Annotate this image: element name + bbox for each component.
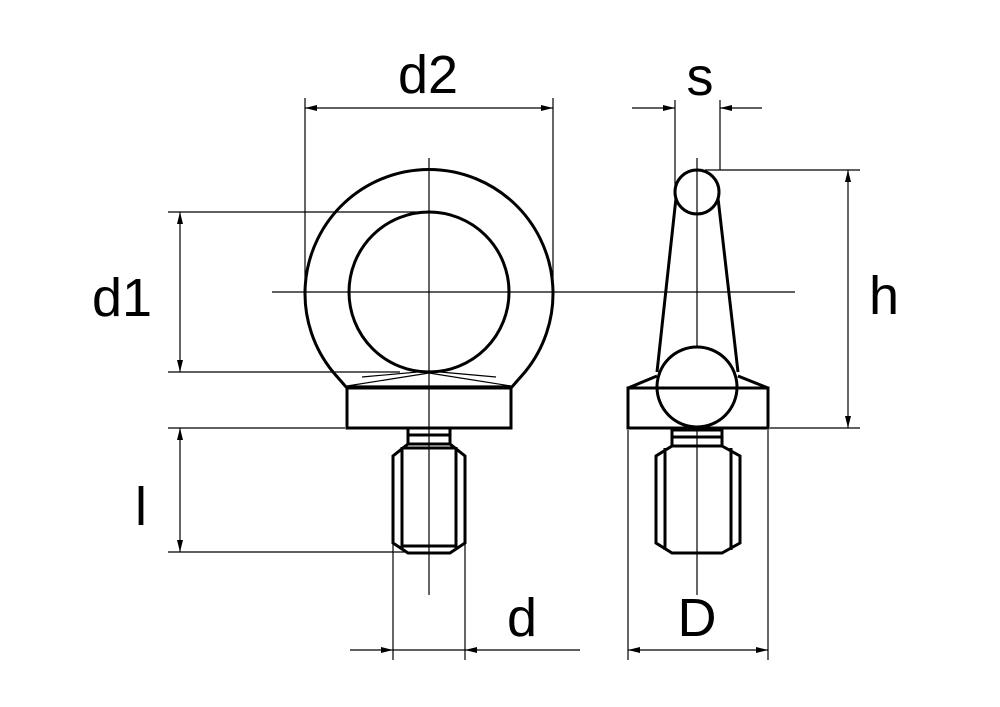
front-view bbox=[303, 168, 555, 555]
dimension-d bbox=[350, 540, 580, 660]
thread-side bbox=[654, 428, 742, 555]
thread-front bbox=[391, 426, 467, 555]
label-D: D bbox=[678, 588, 717, 648]
dimension-h bbox=[705, 169, 860, 429]
label-d1: d1 bbox=[92, 268, 152, 328]
side-view bbox=[626, 168, 770, 555]
dimension-s bbox=[632, 100, 762, 192]
dimension-d1 bbox=[168, 211, 429, 373]
label-h: h bbox=[869, 266, 899, 326]
label-l: l bbox=[135, 477, 147, 537]
dimension-l bbox=[168, 427, 408, 553]
ring-outer bbox=[303, 168, 555, 389]
label-s: s bbox=[687, 47, 714, 107]
dimension-D bbox=[627, 430, 769, 660]
dimension-d2 bbox=[304, 98, 554, 290]
label-d2: d2 bbox=[398, 45, 458, 105]
label-d: d bbox=[507, 588, 537, 648]
